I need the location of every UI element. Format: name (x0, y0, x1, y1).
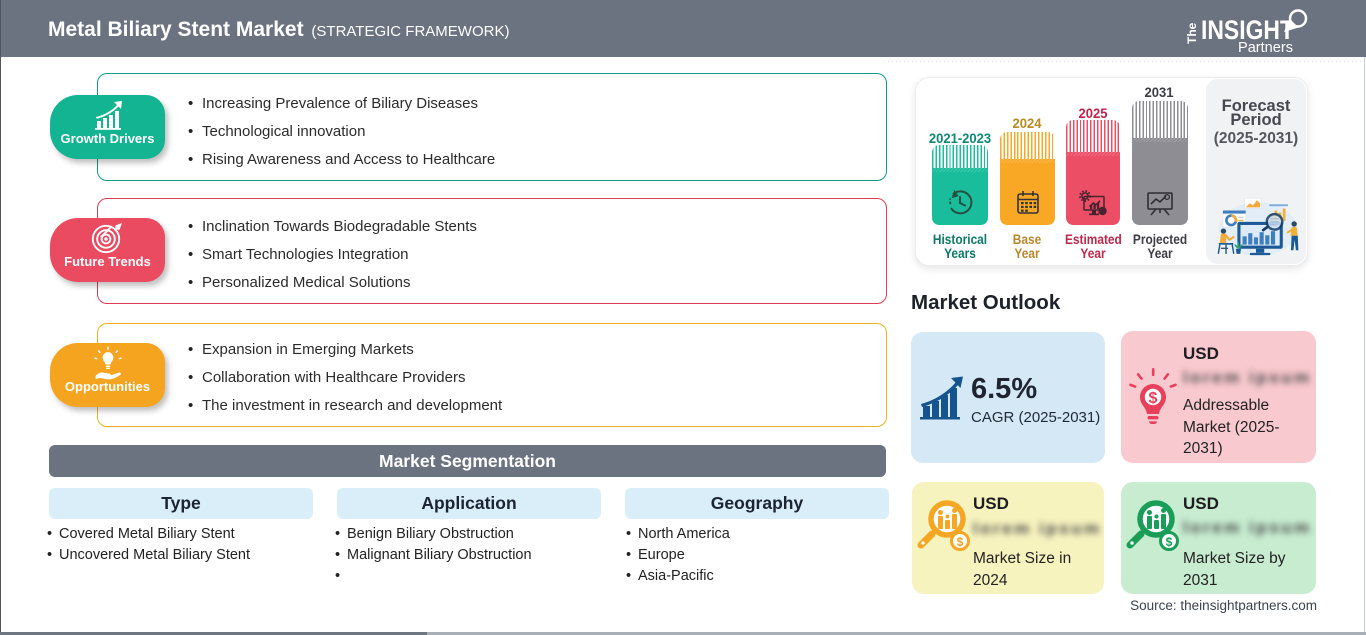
svg-text:$: $ (1149, 390, 1158, 407)
svg-text:Partners: Partners (1238, 39, 1293, 54)
svg-text:INSIGHT: INSIGHT (1201, 15, 1294, 45)
svg-text:The: The (1186, 22, 1199, 44)
svg-text:$: $ (1166, 535, 1173, 549)
svg-text:$: $ (957, 535, 964, 549)
